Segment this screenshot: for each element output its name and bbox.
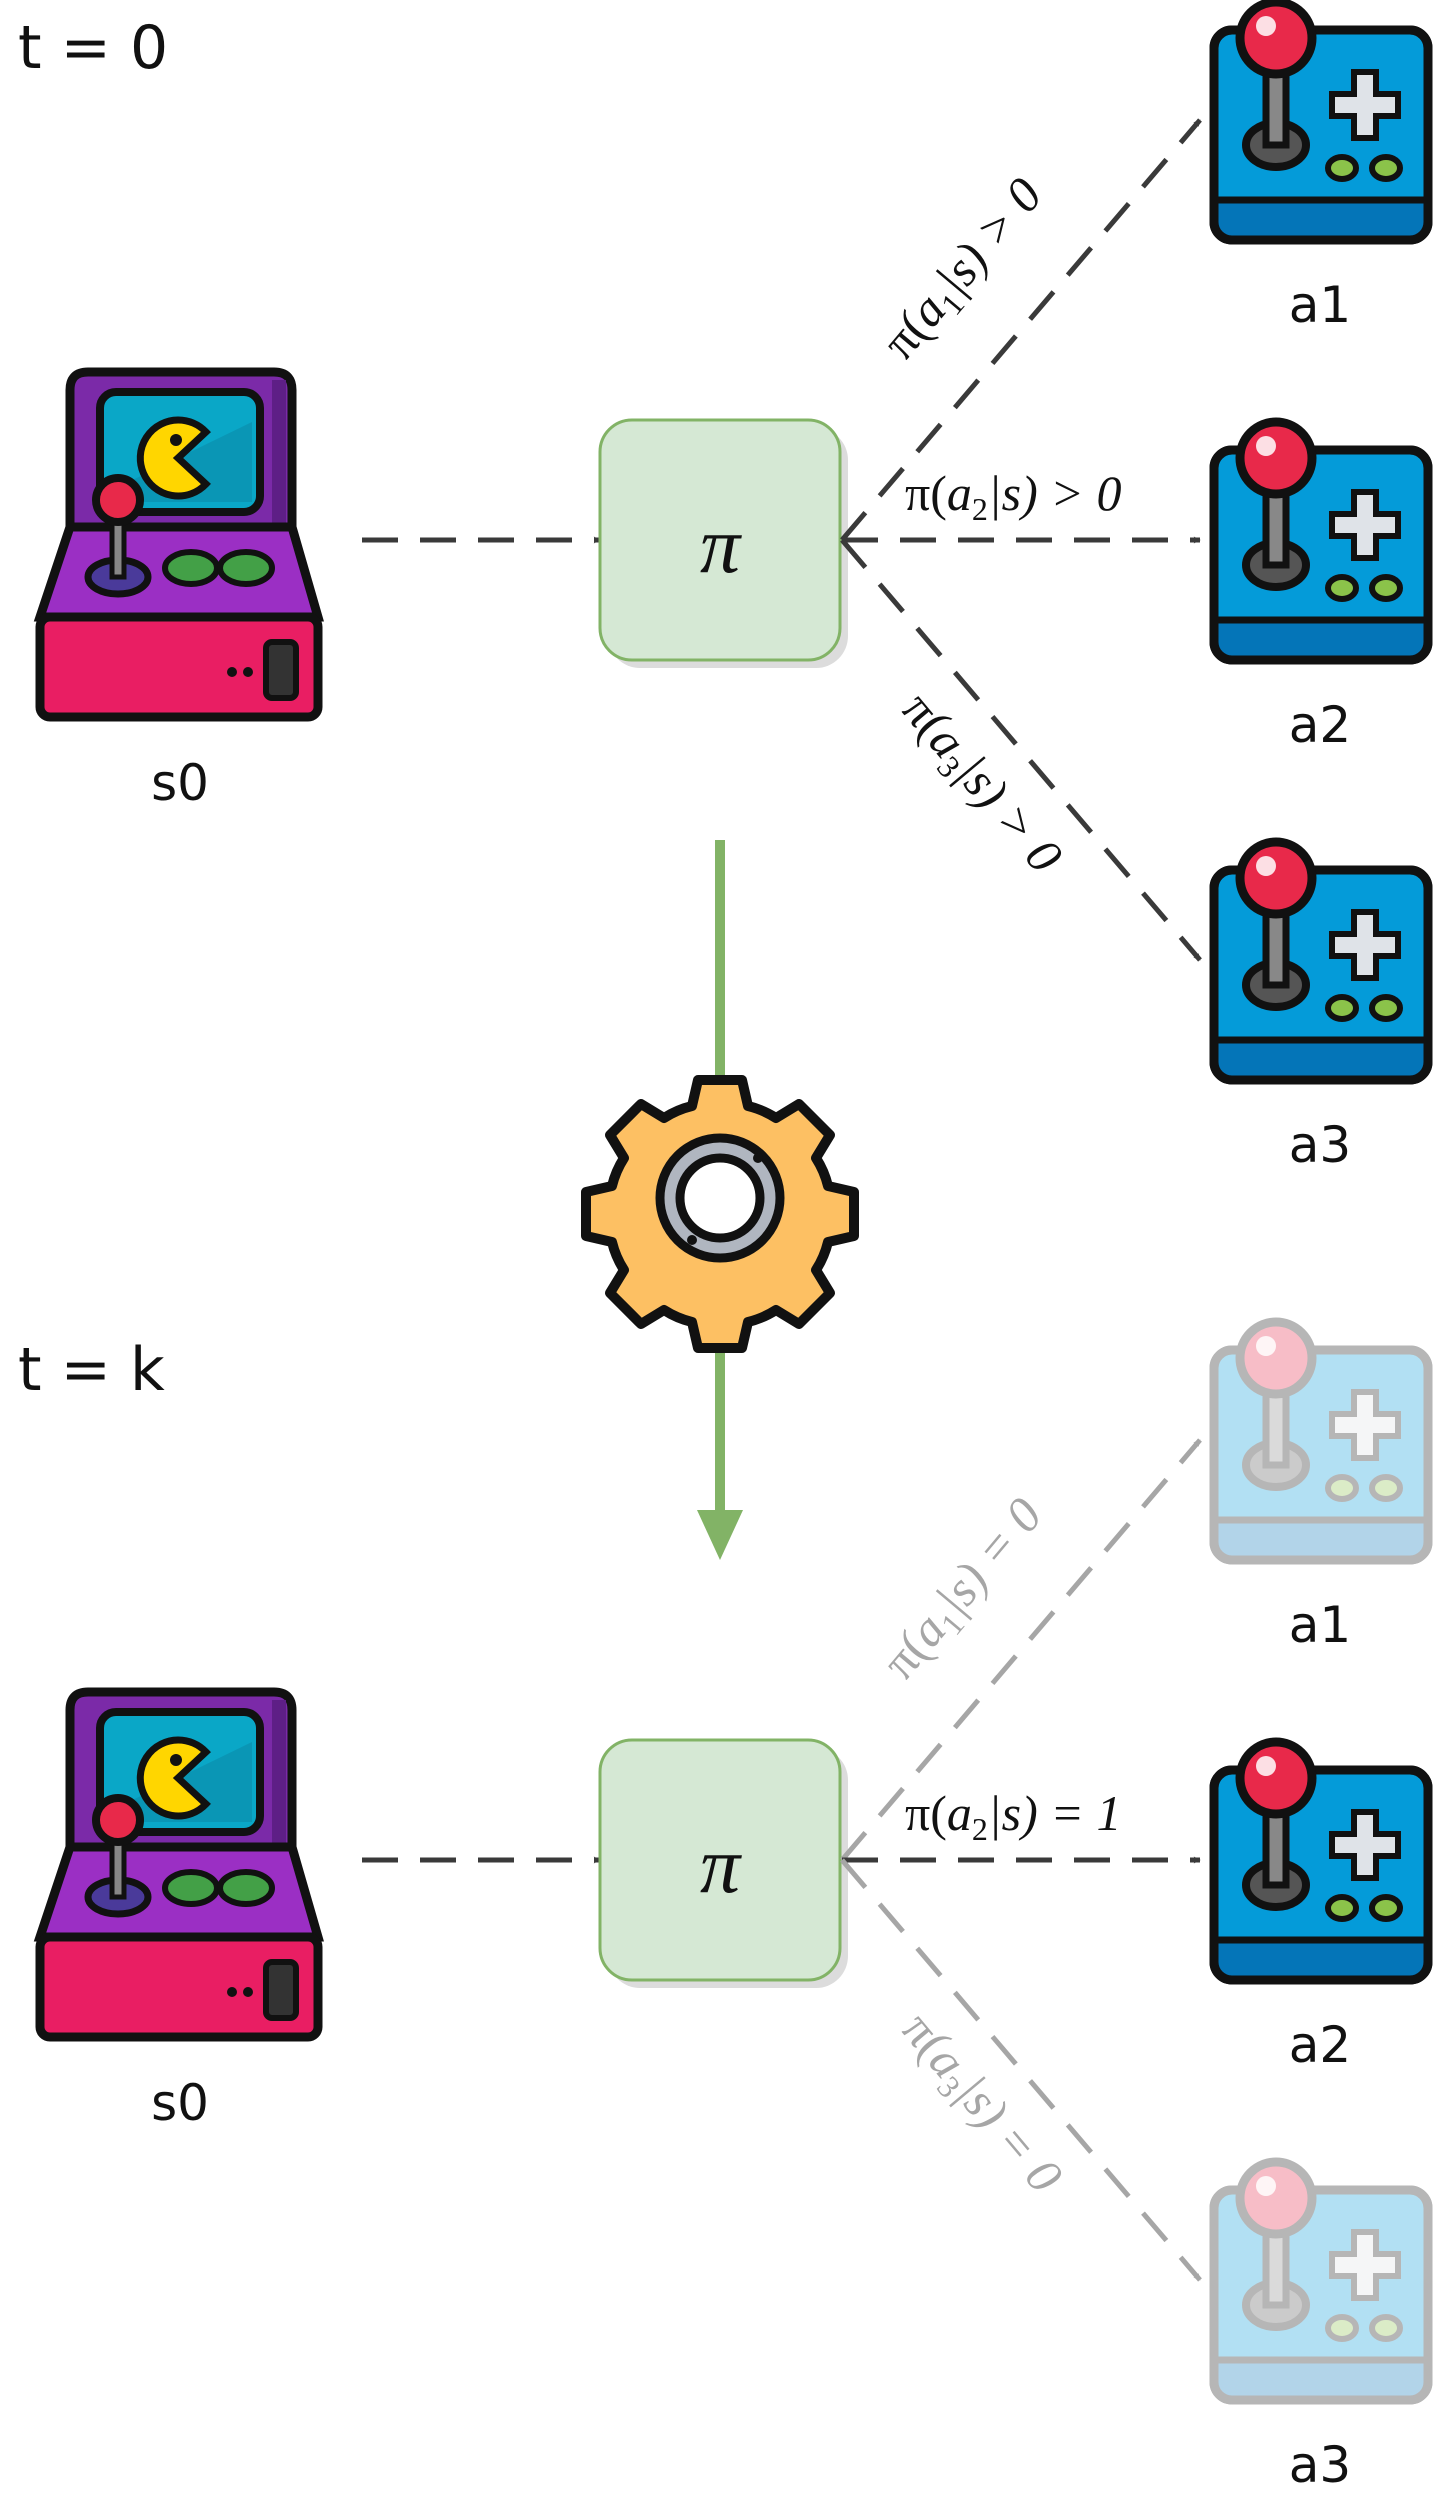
- policy-symbol: π: [700, 1822, 742, 1910]
- action-icon-a3: [1214, 2162, 1428, 2400]
- prob-label-a2: π(a2|s) > 0: [905, 465, 1122, 527]
- time-label: t = 0: [18, 13, 168, 83]
- prob-label-a1: π(a1|s) > 0: [871, 167, 1058, 373]
- action-icon-a2: [1214, 1742, 1428, 1980]
- action-icon-a1: [1214, 2, 1428, 240]
- policy-symbol: π: [700, 502, 742, 590]
- prob-label-a3: π(a3|s) > 0: [887, 681, 1074, 887]
- policy-box: π: [598, 418, 848, 668]
- action-icon-a3: [1214, 842, 1428, 1080]
- edge-a1: [840, 118, 1202, 542]
- action-label-a3: a3: [1289, 2436, 1351, 2494]
- transition-arrow-head: [697, 1510, 743, 1560]
- edge-a3: [840, 538, 1202, 962]
- time-label: t = k: [18, 1335, 165, 1405]
- edge-a3: [840, 1858, 1202, 2282]
- prob-label-a2: π(a2|s) = 1: [905, 1785, 1122, 1847]
- state-icon: [40, 1692, 318, 2037]
- prob-label-a3: π(a3|s) = 0: [887, 2001, 1074, 2207]
- action-icon-a1: [1214, 1322, 1428, 1560]
- gear-icon: [586, 1080, 854, 1348]
- edge-a1: [840, 1438, 1202, 1862]
- action-label-a1: a1: [1289, 1596, 1351, 1654]
- prob-label-a1: π(a1|s) = 0: [871, 1487, 1058, 1693]
- action-icon-a2: [1214, 422, 1428, 660]
- state-icon: [40, 372, 318, 717]
- training-transition: [586, 840, 854, 1560]
- action-label-a2: a2: [1289, 2016, 1351, 2074]
- action-label-a1: a1: [1289, 276, 1351, 334]
- policy-box: π: [598, 1738, 848, 1988]
- action-label-a2: a2: [1289, 696, 1351, 754]
- state-label: s0: [151, 754, 209, 812]
- state-label: s0: [151, 2074, 209, 2132]
- action-label-a3: a3: [1289, 1116, 1351, 1174]
